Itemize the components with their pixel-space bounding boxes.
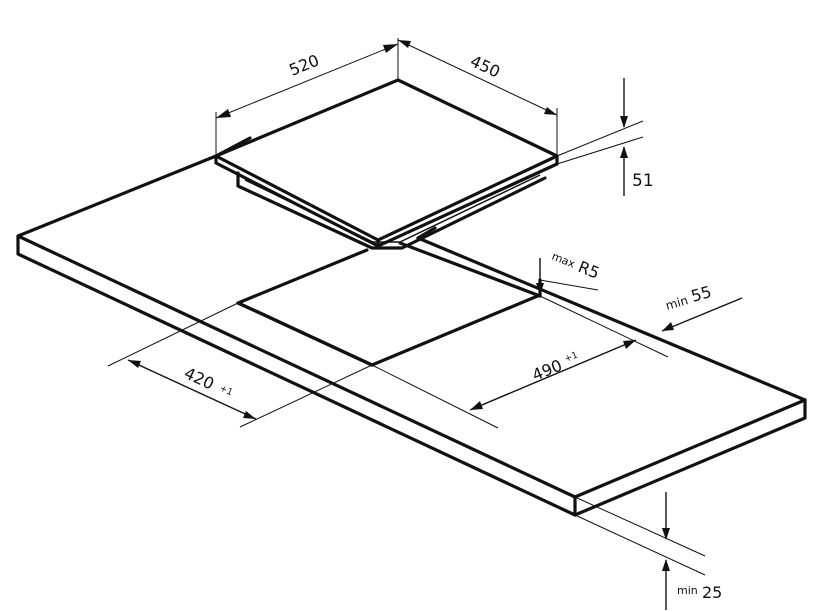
- dimension-label-450: 450: [467, 51, 503, 81]
- dimension-tolerance-420: +1: [218, 384, 234, 399]
- dimension-label-490: 490: [529, 356, 564, 385]
- worktop-thickness-note: min 25: [574, 492, 722, 610]
- dimension-hob-height: 51: [556, 78, 654, 196]
- dimension-label-420: 420: [181, 363, 217, 393]
- dimension-hob-width: 520: [215, 38, 399, 156]
- worktop: [16, 136, 807, 517]
- corner-radius-value: R5: [576, 257, 603, 283]
- hob: [214, 78, 559, 250]
- dimension-tolerance-490: +1: [563, 351, 579, 365]
- edge-distance-note: min 55: [661, 282, 743, 332]
- edge-distance-value: 55: [689, 282, 714, 306]
- dimension-label-51: 51: [632, 171, 654, 191]
- worktop-thickness-value: 25: [702, 583, 722, 602]
- dimension-cutout-width: 420 +1: [107, 302, 373, 428]
- worktop-thickness-prefix: min: [677, 584, 698, 597]
- corner-radius-note: max R5: [536, 250, 602, 295]
- edge-distance-prefix: min: [664, 293, 690, 313]
- dimension-label-520: 520: [286, 51, 321, 80]
- dimension-hob-depth: 450: [397, 39, 558, 156]
- corner-radius-prefix: max: [550, 250, 578, 271]
- worktop-cutout: [236, 241, 542, 367]
- dimension-cutout-depth: 490 +1: [371, 295, 669, 429]
